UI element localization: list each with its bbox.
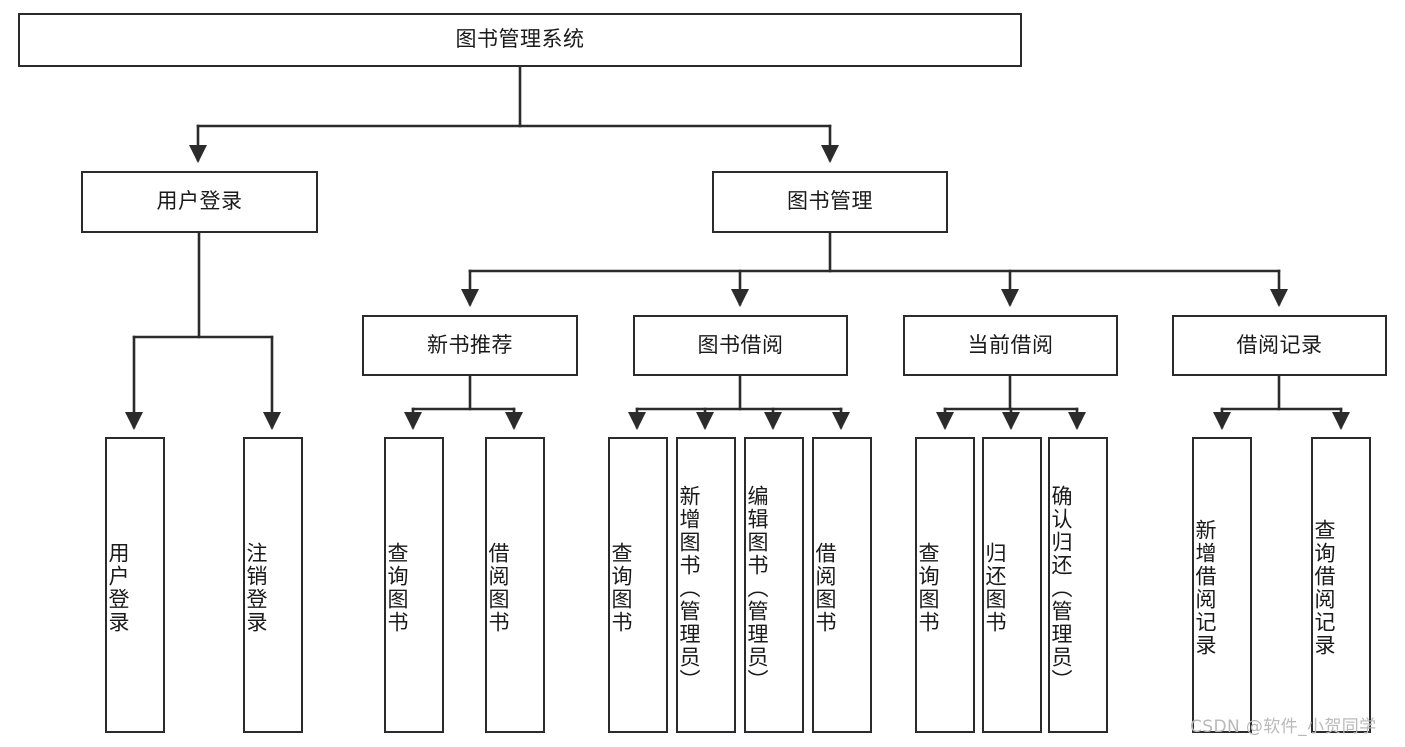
- node-leaf-add-book[interactable]: 新增图书（管理员）: [676, 437, 736, 733]
- node-leaf-query-book-1-label: 查询图书: [385, 542, 410, 634]
- node-leaf-logout-label: 注销登录: [244, 542, 269, 634]
- node-user-login-label: 用户登录: [156, 189, 243, 214]
- watermark-text: CSDN @软件_小贺同学: [1190, 717, 1377, 737]
- node-leaf-query-record-label: 查询借阅记录: [1312, 519, 1337, 657]
- node-leaf-add-record-label: 新增借阅记录: [1193, 519, 1218, 657]
- node-book-manage[interactable]: 图书管理: [712, 171, 948, 233]
- node-leaf-borrow-book-1-label: 借阅图书: [486, 542, 511, 634]
- node-current-borrow-label: 当前借阅: [967, 332, 1054, 357]
- node-leaf-borrow-book-2[interactable]: 借阅图书: [812, 437, 872, 733]
- node-leaf-edit-book-label: 编辑图书（管理员）: [745, 484, 770, 692]
- node-leaf-borrow-book-1[interactable]: 借阅图书: [485, 437, 545, 733]
- node-leaf-borrow-book-2-label: 借阅图书: [813, 542, 838, 634]
- node-leaf-query-book-2-label: 查询图书: [609, 542, 634, 634]
- node-leaf-query-book-3[interactable]: 查询图书: [915, 437, 975, 733]
- node-user-login[interactable]: 用户登录: [81, 171, 318, 233]
- node-new-book-recommend-label: 新书推荐: [427, 332, 513, 357]
- node-leaf-query-book-3-label: 查询图书: [916, 542, 941, 634]
- node-leaf-edit-book[interactable]: 编辑图书（管理员）: [744, 437, 804, 733]
- node-root[interactable]: 图书管理系统: [18, 13, 1022, 67]
- node-leaf-user-login[interactable]: 用户登录: [105, 437, 165, 733]
- node-leaf-query-record[interactable]: 查询借阅记录: [1311, 437, 1371, 733]
- node-borrow-record[interactable]: 借阅记录: [1172, 315, 1387, 376]
- node-leaf-return-book[interactable]: 归还图书: [982, 437, 1042, 733]
- node-book-borrow[interactable]: 图书借阅: [633, 315, 848, 376]
- node-book-borrow-label: 图书借阅: [697, 332, 784, 357]
- node-leaf-query-book-1[interactable]: 查询图书: [384, 437, 444, 733]
- node-leaf-return-book-label: 归还图书: [983, 542, 1008, 634]
- node-leaf-user-login-label: 用户登录: [106, 542, 131, 634]
- node-new-book-recommend[interactable]: 新书推荐: [362, 315, 578, 376]
- node-leaf-confirm-return-label: 确认归还（管理员）: [1049, 484, 1074, 692]
- node-leaf-confirm-return[interactable]: 确认归还（管理员）: [1048, 437, 1108, 733]
- node-root-label: 图书管理系统: [455, 27, 585, 52]
- node-leaf-logout[interactable]: 注销登录: [243, 437, 303, 733]
- node-borrow-record-label: 借阅记录: [1236, 332, 1323, 357]
- node-leaf-add-record[interactable]: 新增借阅记录: [1192, 437, 1252, 733]
- node-leaf-query-book-2[interactable]: 查询图书: [608, 437, 668, 733]
- node-current-borrow[interactable]: 当前借阅: [903, 315, 1118, 376]
- node-book-manage-label: 图书管理: [787, 189, 873, 214]
- node-leaf-add-book-label: 新增图书（管理员）: [677, 484, 702, 692]
